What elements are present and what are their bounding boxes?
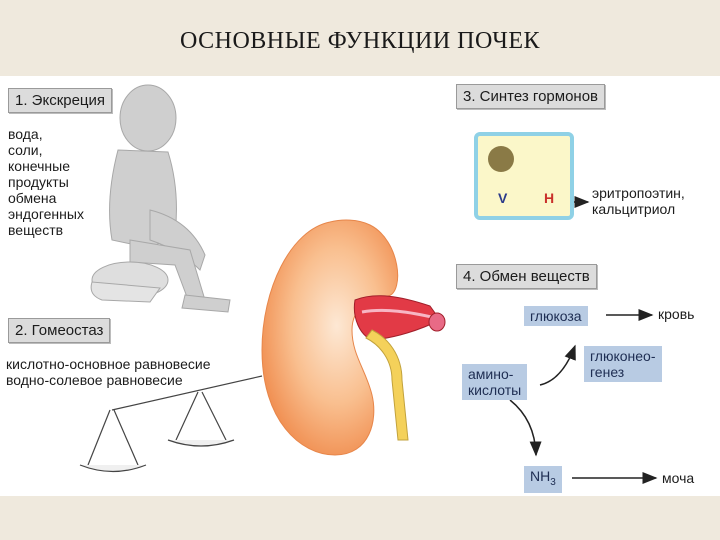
nh3-tag: NH3: [524, 466, 562, 493]
homeostasis-label: 2. Гомеостаз: [8, 318, 110, 343]
amino-acids-tag: амино- кислоты: [462, 364, 527, 400]
hormones-result: эритропоэтин, кальцитриол: [592, 185, 685, 217]
gluconeogenesis-tag: глюконео- генез: [584, 346, 662, 382]
flow-arrows: [510, 197, 656, 478]
glucose-tag: глюкоза: [524, 306, 588, 326]
excretion-text: вода, соли, конечные продукты обмена энд…: [8, 126, 84, 238]
nh3-base: NH: [530, 468, 550, 484]
amino-to-gluconeogenesis-arrow: [540, 346, 575, 385]
hormone-cell-box: V H: [474, 132, 574, 220]
urine-text: моча: [662, 470, 694, 486]
excretion-label: 1. Экскреция: [8, 88, 112, 113]
child-illustration: [91, 85, 230, 312]
homeostasis-text: кислотно-основное равновесие водно-солев…: [6, 356, 210, 388]
amino-to-nh3-arrow: [510, 400, 536, 455]
nh3-subscript: 3: [550, 477, 556, 488]
h-letter: H: [544, 190, 554, 206]
v-letter: V: [498, 190, 507, 206]
blood-text: кровь: [658, 306, 694, 322]
kidney-illustration: [262, 220, 445, 455]
scales-illustration: [80, 376, 262, 472]
hormones-label: 3. Синтез гормонов: [456, 84, 605, 109]
metabolism-label: 4. Обмен веществ: [456, 264, 597, 289]
cell-nucleus-icon: [488, 146, 514, 172]
